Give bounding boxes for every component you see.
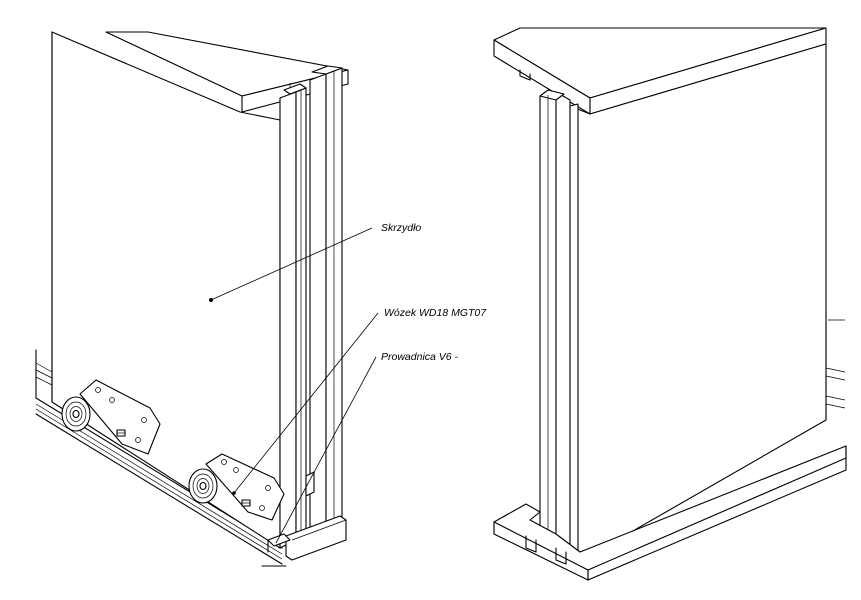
bottom-floor-board <box>267 515 347 561</box>
vertical-profile-left <box>279 83 307 549</box>
roller-carriage-1 <box>61 379 161 455</box>
leader-lines <box>209 227 379 544</box>
door-leaf-right <box>569 43 827 567</box>
leader-skrzydlo <box>210 227 373 301</box>
leader-wozek <box>233 312 379 494</box>
side-bracket <box>305 471 315 497</box>
bolt-1 <box>116 429 126 437</box>
roller-carriage-2 <box>188 453 315 521</box>
bolt-2 <box>241 499 251 507</box>
bottom-board-right <box>493 445 847 581</box>
roller-wheel-1 <box>61 396 91 432</box>
side-track-rail <box>825 311 846 421</box>
label-prowadnica: Prowadnica V6 - <box>381 351 459 363</box>
leader-prowadnica <box>275 356 377 544</box>
right-view <box>493 27 847 581</box>
vertical-profile-right <box>309 65 343 531</box>
leader-dot-skrzydlo <box>209 298 213 302</box>
top-board-right <box>493 27 827 115</box>
vertical-profiles-right <box>539 89 579 557</box>
label-wozek: Wózek WD18 MGT07 <box>384 307 487 319</box>
label-skrzydlo: Skrzydło <box>381 222 421 234</box>
left-view: Skrzydło Wózek WD18 MGT07 Prowadnica V6 … <box>35 31 487 567</box>
roller-wheel-2 <box>188 468 218 504</box>
